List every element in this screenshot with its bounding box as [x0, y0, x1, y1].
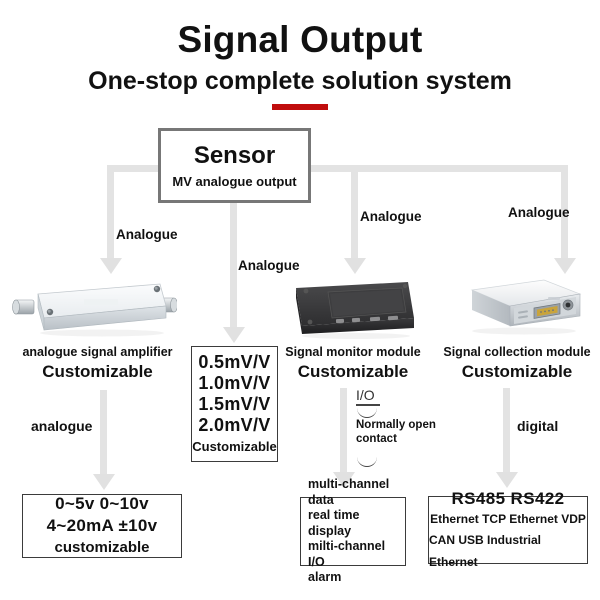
output-analogue-line2: 4~20mA ±10v: [46, 516, 158, 535]
output-analogue-line1: 0~5v 0~10v: [55, 494, 149, 513]
accent-underline-bar: [272, 104, 328, 110]
arrowhead-branch2: [222, 327, 245, 343]
normally-open-line1: Normally open: [356, 419, 436, 431]
signal-collection-module-customizable: Customizable: [461, 362, 573, 381]
io-contact-arc-icon-lower: [357, 457, 377, 467]
sensor-box[interactable]: Sensor MV analogue output: [158, 128, 311, 203]
mv-value-3: 2.0mV/V: [198, 415, 271, 435]
connector-horizontal-bus-right: [306, 165, 568, 172]
connector-vline-branch2: [230, 203, 237, 328]
signal-monitor-module-image: [288, 278, 418, 340]
analogue-signal-amplifier-customizable: Customizable: [42, 362, 153, 381]
signal-collection-module-caption: Signal collection module: [443, 345, 591, 359]
io-contact-arc-icon: [357, 408, 377, 418]
arrowhead-collection-output: [495, 472, 518, 488]
output-monitor-line4: alarm: [308, 570, 342, 585]
output-digital-line3: CAN USB Industrial Ethernet: [429, 532, 542, 569]
mv-value-1: 1.0mV/V: [198, 373, 271, 393]
normally-open-contact-label: Normally open contact: [356, 419, 436, 446]
connector-vline-amplifier-output: [100, 390, 107, 475]
arrowhead-branch1: [99, 258, 122, 274]
output-monitor-line2: real time display: [308, 508, 360, 538]
flow-label-analogue-1: Analogue: [116, 227, 178, 242]
page-title: Signal Output: [177, 19, 423, 60]
mv-customizable-label: Customizable: [192, 439, 277, 454]
output-monitor-line1: multi-channel data: [308, 477, 390, 507]
connector-vline-monitor-output: [340, 388, 347, 473]
mv-value-2: 1.5mV/V: [198, 394, 271, 414]
output-digital-line2: Ethernet TCP Ethernet VDP: [430, 511, 586, 526]
signal-collection-module-image: [452, 274, 587, 344]
connector-horizontal-bus-left: [107, 165, 163, 172]
sensor-title: Sensor: [193, 142, 276, 169]
arrowhead-branch4: [553, 258, 576, 274]
connector-vline-branch4: [561, 165, 568, 259]
io-symbol-label: I/O: [356, 387, 375, 403]
output-box-analogue[interactable]: 0~5v 0~10v 4~20mA ±10v customizable: [22, 494, 182, 558]
output-analogue-line3: customizable: [54, 539, 150, 556]
normally-open-line2: contact: [356, 432, 397, 445]
arrowhead-monitor-output: [332, 472, 355, 488]
analogue-signal-amplifier-caption: analogue signal amplifier: [22, 345, 173, 359]
output-box-digital[interactable]: RS485 RS422 Ethernet TCP Ethernet VDP CA…: [428, 489, 588, 569]
output-box-monitor[interactable]: multi-channel data real time display mil…: [300, 477, 406, 584]
arrowhead-branch3: [343, 258, 366, 274]
arrowhead-amplifier-output: [92, 474, 115, 490]
flow-label-analogue-2: Analogue: [238, 258, 300, 273]
io-underline: [356, 404, 380, 406]
flow-label-analogue-4: Analogue: [508, 205, 570, 220]
output-monitor-line3: milti-channel I/O: [308, 539, 386, 569]
signal-monitor-module-customizable: Customizable: [297, 362, 409, 381]
page-subtitle: One-stop complete solution system: [88, 67, 512, 95]
flow-label-analogue-3: Analogue: [360, 209, 422, 224]
io-symbol-group: I/O: [356, 388, 380, 418]
mv-output-box[interactable]: 0.5mV/V 1.0mV/V 1.5mV/V 2.0mV/V Customiz…: [191, 346, 278, 462]
mv-value-0: 0.5mV/V: [198, 352, 271, 372]
connector-vline-collection-output: [503, 388, 510, 473]
flow-label-analogue-out-left: analogue: [31, 418, 93, 434]
connector-vline-branch1: [107, 165, 114, 259]
flow-label-digital-out-right: digital: [517, 418, 559, 434]
output-digital-line1: RS485 RS422: [451, 488, 565, 508]
signal-monitor-module-caption: Signal monitor module: [285, 345, 421, 359]
analogue-signal-amplifier-image: [12, 272, 178, 340]
connector-vline-branch3: [351, 165, 358, 259]
sensor-subtitle: MV analogue output: [172, 174, 297, 189]
